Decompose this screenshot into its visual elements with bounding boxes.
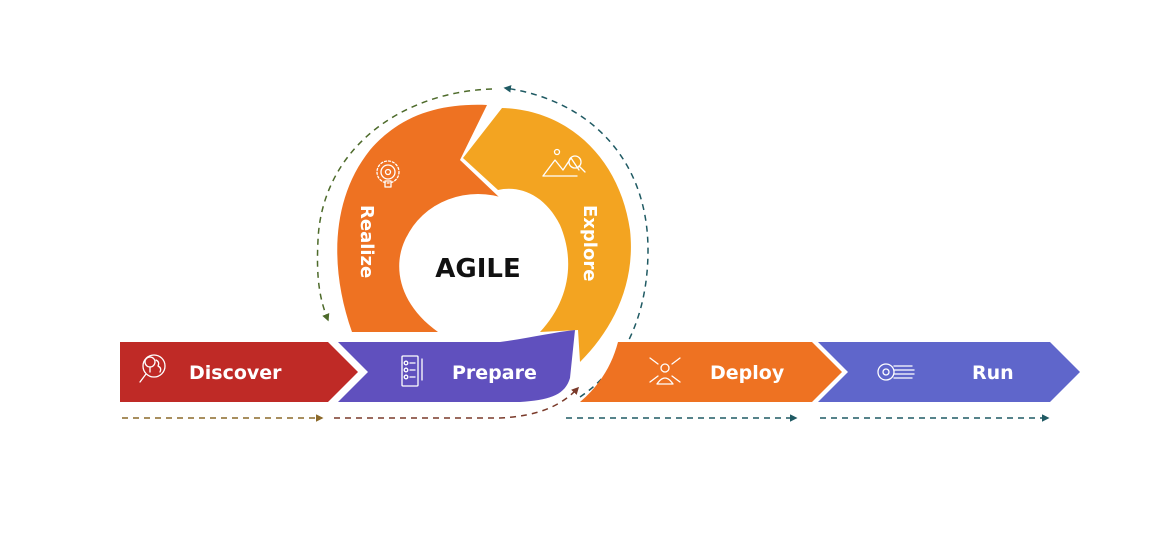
- agile-title: AGILE: [435, 254, 520, 284]
- person-arrows-icon: [649, 357, 681, 385]
- discover-label: Discover: [189, 362, 282, 384]
- phase-deploy[interactable]: Deploy: [580, 342, 842, 402]
- gear-circuit-icon: [877, 363, 915, 381]
- run-label: Run: [972, 362, 1014, 384]
- explore-arc: [463, 108, 631, 362]
- realize-arc: [337, 104, 500, 333]
- discover-chevron: [120, 342, 358, 402]
- explore-label: Explore: [579, 205, 600, 281]
- prepare-chevron: [338, 330, 575, 402]
- prepare-label: Prepare: [452, 362, 537, 384]
- prepare-flow-dashed: [334, 386, 580, 419]
- phase-run[interactable]: Run: [818, 342, 1080, 402]
- checklist-pen-icon: [401, 355, 423, 387]
- run-chevron: [818, 342, 1080, 402]
- phase-discover[interactable]: Discover: [120, 342, 358, 402]
- cycle-flow-right-dashed: [503, 85, 649, 398]
- deploy-chevron: [580, 342, 842, 402]
- mountain-magnifier-icon: [542, 148, 586, 177]
- deploy-label: Deploy: [710, 362, 785, 384]
- lightbulb-gear-icon: [376, 160, 400, 188]
- lightbulb-globe-magnifier-icon: [139, 354, 166, 383]
- agile-center: [400, 194, 556, 338]
- realize-label: Realize: [356, 205, 377, 278]
- phase-prepare[interactable]: Prepare: [338, 330, 575, 402]
